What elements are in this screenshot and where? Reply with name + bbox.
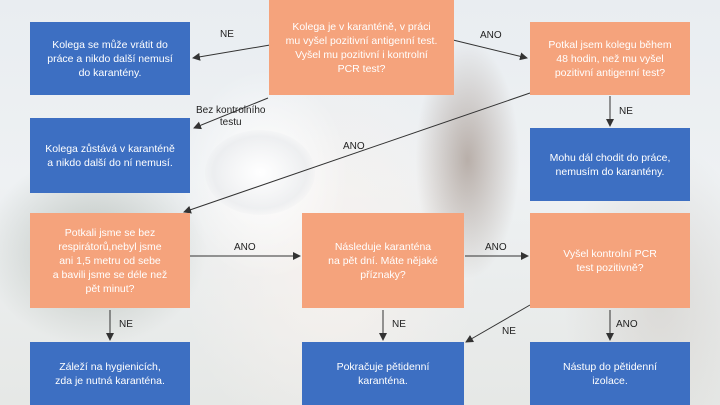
arrow-pcr-to-continue: [465, 304, 531, 343]
arrow-start-to-met: [452, 39, 528, 61]
label-ne-left: NE: [119, 319, 133, 330]
label-ano-mid-1: ANO: [234, 242, 256, 253]
arrow-start-to-return: [192, 44, 271, 61]
label-no-control-test: Bez kontrolního testu: [196, 105, 266, 128]
met-colleague-decision-box: Potkal jsem kolegu během 48 hodin, než m…: [530, 22, 690, 95]
return-to-work-box: Kolega se může vrátit do práce a nikdo d…: [30, 22, 190, 95]
arrow-start-to-stays: [193, 97, 269, 130]
five-day-quarantine-decision-box: Následuje karanténa na pět dní. Máte něj…: [302, 213, 464, 308]
stays-in-quarantine-box: Kolega zůstává v karanténě a nikdo další…: [30, 118, 190, 193]
start-decision-box: Kolega je v karanténě, v práci mu vyšel …: [269, 0, 454, 95]
label-ano-diagonal: ANO: [343, 141, 365, 152]
label-ne-right: NE: [619, 106, 633, 117]
continue-quarantine-box: Pokračuje pětidenní karanténa.: [302, 342, 464, 405]
hygiene-box: Záleží na hygienicích, zda je nutná kara…: [30, 342, 190, 405]
keep-working-box: Mohu dál chodit do práce, nemusím do kar…: [530, 128, 690, 201]
label-ano-mid-2: ANO: [485, 242, 507, 253]
arrow-met-to-respirators: [183, 92, 531, 214]
label-ano-top: ANO: [480, 30, 502, 41]
label-ne-top: NE: [220, 29, 234, 40]
label-ne-mid: NE: [392, 319, 406, 330]
pcr-positive-decision-box: Vyšel kontrolní PCR test pozitivně?: [530, 213, 690, 308]
face-mask-shape: [205, 130, 315, 215]
respirators-decision-box: Potkali jsme se bez respirátorů,nebyl js…: [30, 213, 190, 308]
label-ano-right: ANO: [616, 319, 638, 330]
label-ne-diagonal: NE: [502, 326, 516, 337]
isolation-box: Nástup do pětidenní izolace.: [530, 342, 690, 405]
